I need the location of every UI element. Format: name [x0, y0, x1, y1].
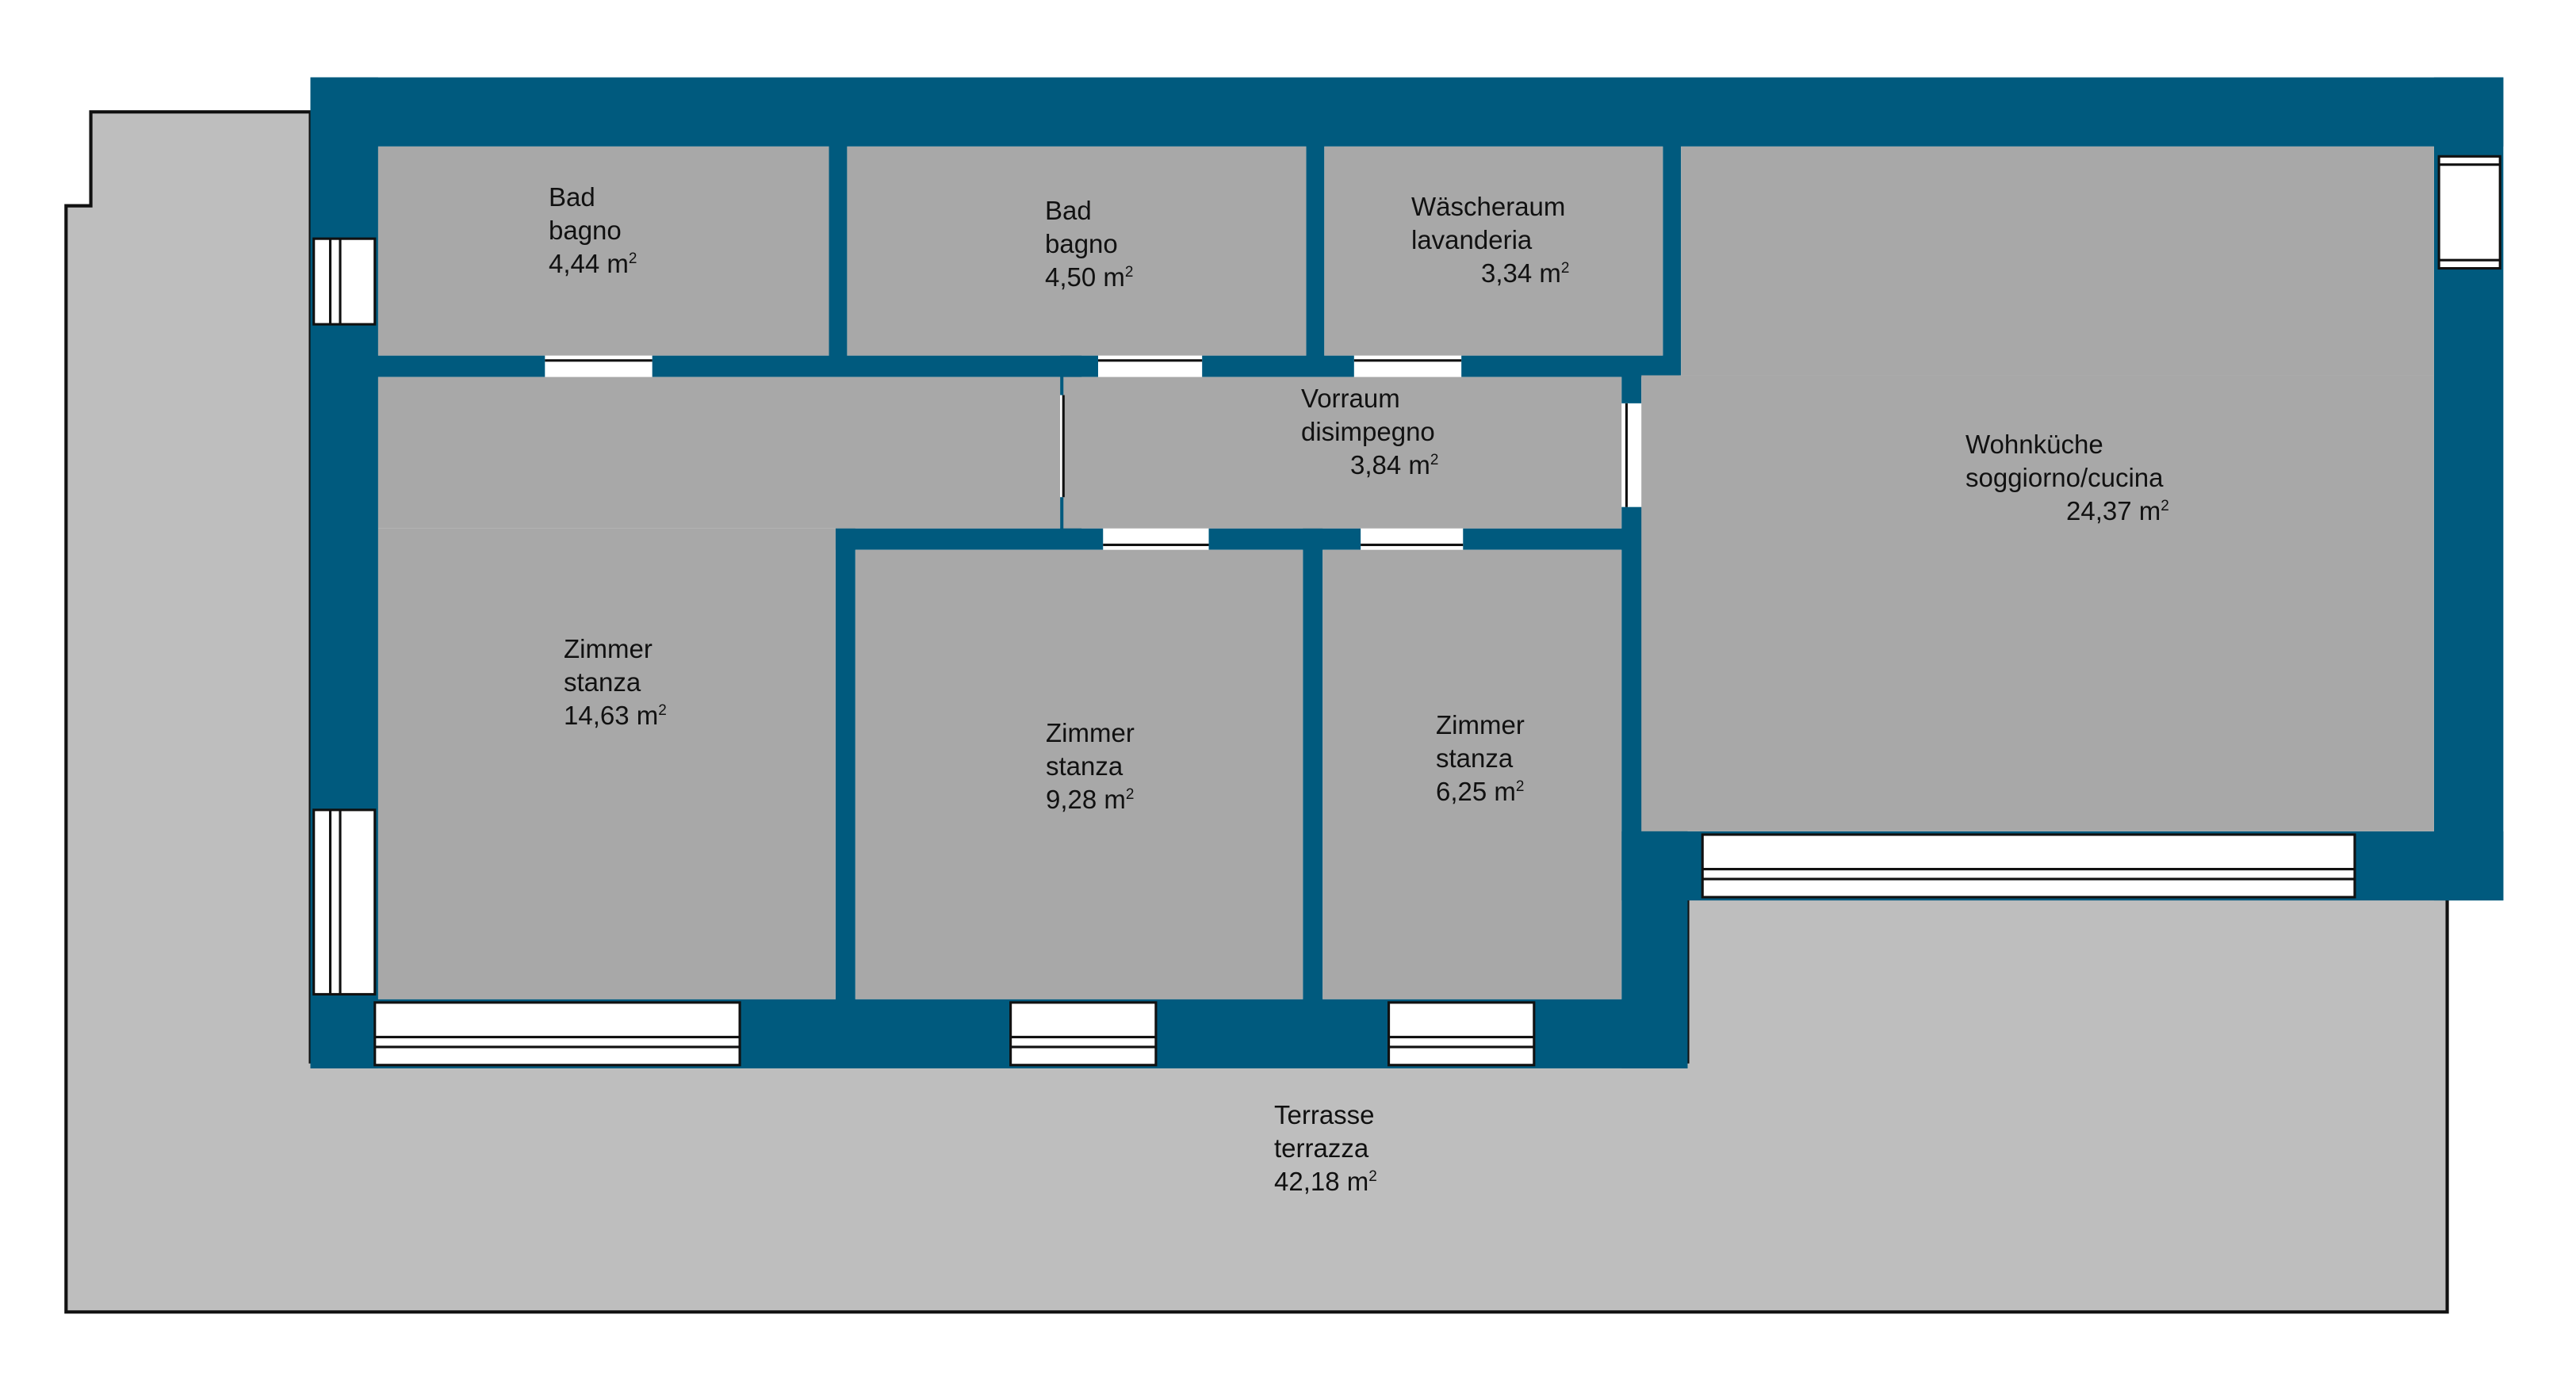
- room-area: 14,63 m2: [564, 701, 667, 730]
- room-name-it: bagno: [549, 216, 622, 245]
- room-label-bad-1: Bad bagno 4,44 m2: [549, 181, 637, 281]
- room-label-zimmer-2: Zimmer stanza 9,28 m2: [1046, 717, 1135, 816]
- room-name-it: terrazza: [1274, 1133, 1369, 1163]
- room-name-de: Bad: [549, 182, 595, 212]
- room-label-bad-2: Bad bagno 4,50 m2: [1045, 194, 1133, 294]
- room-label-waescheraum: Wäscheraum lavanderia 3,34 m2: [1411, 190, 1569, 290]
- room-name-it: lavanderia: [1411, 225, 1533, 254]
- room-name-de: Terrasse: [1274, 1100, 1375, 1129]
- window-zimmer-3-south: [1387, 1001, 1536, 1067]
- windows: [312, 155, 2501, 1067]
- room-name-it: disimpegno: [1301, 417, 1435, 446]
- room-name-de: Wäscheraum: [1411, 192, 1566, 221]
- floor-zimmer-3: [1322, 549, 1622, 999]
- room-label-vorraum: Vorraum disimpegno 3,84 m2: [1301, 382, 1438, 482]
- room-area: 6,25 m2: [1436, 777, 1525, 806]
- floor-wohnkueche: [1681, 146, 2434, 376]
- floor-waescheraum: [1324, 146, 1663, 356]
- floor-zimmer-1: [377, 376, 1061, 529]
- room-label-zimmer-3: Zimmer stanza 6,25 m2: [1436, 709, 1525, 808]
- window-wohnkueche-south: [1701, 833, 2356, 899]
- room-name-de: Bad: [1045, 196, 1092, 225]
- room-name-it: soggiorno/cucina: [1965, 463, 2164, 492]
- room-area: 4,50 m2: [1045, 262, 1134, 292]
- floor-wohnkueche-lower: [1641, 375, 2434, 831]
- room-name-de: Zimmer: [564, 634, 653, 663]
- room-label-wohnkueche: Wohnküche soggiorno/cucina 24,37 m2: [1965, 428, 2169, 528]
- floor-vorraum: [1063, 376, 1622, 529]
- door-openings: [545, 359, 1629, 547]
- room-name-de: Wohnküche: [1965, 430, 2103, 459]
- room-name-it: stanza: [1436, 743, 1514, 773]
- room-name-it: stanza: [564, 667, 641, 697]
- window-zimmer-1-south: [373, 1001, 741, 1067]
- room-area: 24,37 m2: [2066, 496, 2169, 525]
- floor-zimmer-2: [855, 549, 1303, 999]
- room-name-de: Vorraum: [1301, 384, 1400, 413]
- room-area: 3,34 m2: [1481, 258, 1570, 288]
- room-floors: [377, 146, 2434, 999]
- window-bad-1: [312, 237, 377, 326]
- window-zimmer-1-west: [312, 808, 377, 996]
- window-wohnkueche-east: [2437, 155, 2501, 270]
- room-name-it: stanza: [1046, 751, 1123, 781]
- room-label-terrasse: Terrasse terrazza 42,18 m2: [1274, 1099, 1377, 1198]
- floor-bad-2: [847, 146, 1307, 356]
- room-area: 42,18 m2: [1274, 1167, 1377, 1196]
- room-label-zimmer-1: Zimmer stanza 14,63 m2: [564, 632, 667, 732]
- room-name-it: bagno: [1045, 229, 1118, 258]
- floor-bad-1: [377, 146, 829, 356]
- room-name-de: Zimmer: [1046, 718, 1135, 747]
- window-zimmer-2-south: [1009, 1001, 1158, 1067]
- room-area: 3,84 m2: [1350, 450, 1439, 480]
- room-area: 4,44 m2: [549, 249, 637, 278]
- room-name-de: Zimmer: [1436, 710, 1525, 739]
- room-area: 9,28 m2: [1046, 785, 1135, 814]
- floor-zimmer-1-lower: [377, 528, 836, 999]
